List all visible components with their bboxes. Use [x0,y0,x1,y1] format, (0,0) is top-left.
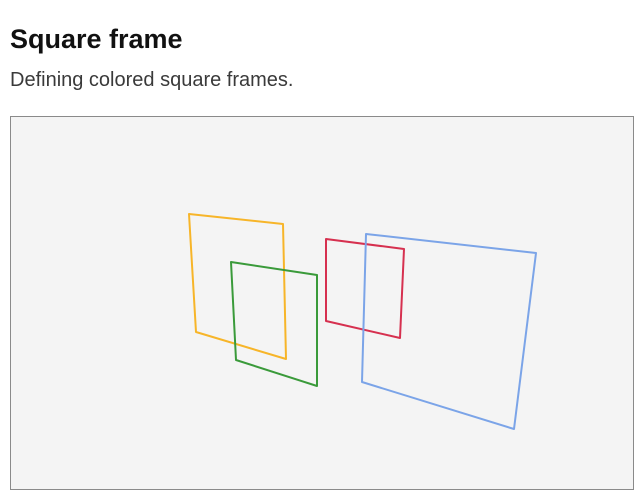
green-square-frame [230,261,318,387]
page-subtitle: Defining colored square frames. [10,69,294,91]
red-square-frame [325,238,405,339]
scene-viewport[interactable] [10,116,634,490]
page-title: Square frame [10,24,183,54]
scene-canvas [188,213,537,430]
yellow-square-frame [188,213,287,360]
blue-square-frame [361,233,537,430]
